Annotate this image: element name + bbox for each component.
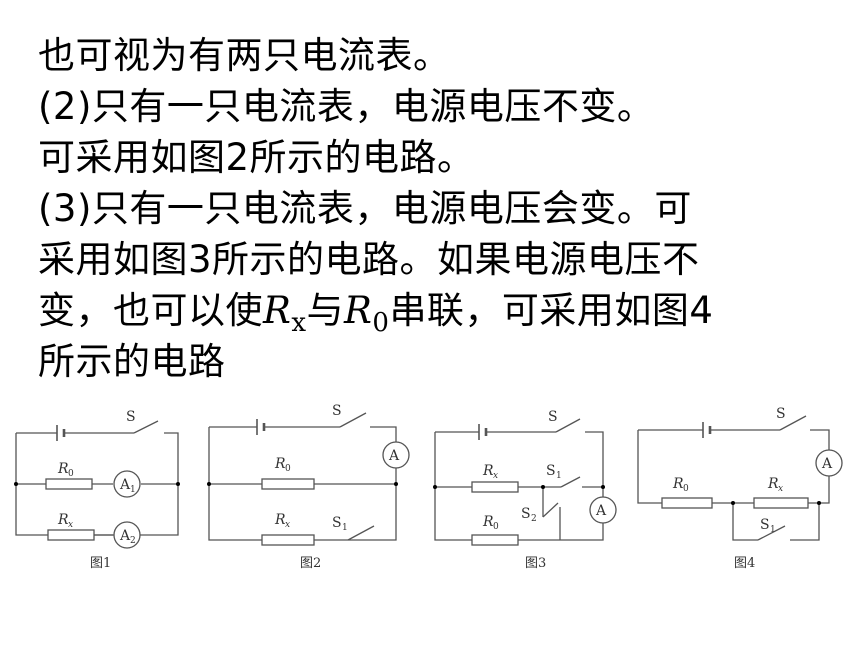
text-line-4: (3)只有一只电流表，电源电压会变。可 xyxy=(38,187,692,230)
figure-2-circuit xyxy=(208,412,410,546)
fig4-rx-sub: x xyxy=(778,484,783,494)
fig2-rx-sub: x xyxy=(285,520,290,530)
fig2-switch1-label: S xyxy=(332,515,342,531)
text-line-2: (2)只有一只电流表，电源电压不变。 xyxy=(38,85,655,128)
text-line-6: 变，也可以使Rx与R0串联，可采用如图4 xyxy=(38,285,838,338)
figure-3-caption: 图3 xyxy=(525,556,546,571)
text-line-6-c: 串联，可采用如图4 xyxy=(389,289,714,332)
resistor-rx-subscript: x xyxy=(291,308,307,338)
fig3-rx-sub: x xyxy=(493,471,498,481)
fig2-r0-label: R xyxy=(274,456,286,472)
fig2-switch-label: S xyxy=(332,403,342,419)
fig2-r0-sub: 0 xyxy=(285,464,291,474)
figure-3-circuit xyxy=(434,418,617,546)
fig4-r0-label: R xyxy=(672,476,684,492)
circuit-diagrams: S R 0 R x A 1 A 2 图1 S A R 0 R x S 1 图2 … xyxy=(14,403,843,571)
text-line-7: 所示的电路 xyxy=(38,340,226,383)
fig2-switch1-sub: 1 xyxy=(342,523,348,533)
fig3-ammeter-label: A xyxy=(595,503,607,519)
resistor-r0-symbol: R xyxy=(344,289,373,332)
fig4-switch1-sub: 1 xyxy=(770,525,776,535)
fig3-r0-label: R xyxy=(482,514,494,530)
fig1-rx-label: R xyxy=(57,512,69,528)
figure-4-circuit xyxy=(637,415,843,541)
text-line-5: 采用如图3所示的电路。如果电源电压不 xyxy=(38,238,700,281)
fig3-switch1-sub: 1 xyxy=(556,471,562,481)
fig4-ammeter-label: A xyxy=(821,456,833,472)
fig2-ammeter-label: A xyxy=(388,448,400,464)
fig1-r0-label: R xyxy=(57,461,69,477)
fig1-ammeter1-sub: 1 xyxy=(130,485,136,495)
fig1-switch-label: S xyxy=(126,409,136,425)
figure-2-caption: 图2 xyxy=(300,556,321,571)
text-line-1: 也可视为有两只电流表。 xyxy=(38,34,451,77)
fig3-r0-sub: 0 xyxy=(493,522,499,532)
fig3-switch1-label: S xyxy=(546,463,556,479)
fig4-rx-label: R xyxy=(767,476,779,492)
explanation-text: 也可视为有两只电流表。 (2)只有一只电流表，电源电压不变。 可采用如图2所示的… xyxy=(38,30,838,387)
text-line-3: 可采用如图2所示的电路。 xyxy=(38,136,475,179)
figure-1-circuit xyxy=(15,420,179,549)
text-line-6-b: 与 xyxy=(306,289,345,332)
fig1-rx-sub: x xyxy=(68,520,73,530)
resistor-rx-symbol: R xyxy=(263,289,292,332)
fig1-r0-sub: 0 xyxy=(68,469,74,479)
fig3-switch2-sub: 2 xyxy=(531,514,537,524)
fig3-switch-label: S xyxy=(548,409,558,425)
fig3-rx-label: R xyxy=(482,463,494,479)
fig4-switch-label: S xyxy=(776,406,786,422)
text-line-6-a: 变，也可以使 xyxy=(38,289,263,332)
fig2-rx-label: R xyxy=(274,512,286,528)
resistor-r0-subscript: 0 xyxy=(372,308,390,338)
figure-4-caption: 图4 xyxy=(734,556,755,571)
fig1-ammeter2-sub: 2 xyxy=(130,536,136,546)
figure-1-caption: 图1 xyxy=(90,556,111,571)
fig4-switch1-label: S xyxy=(760,517,770,533)
fig1-ammeter1-label: A xyxy=(119,477,131,493)
fig3-switch2-label: S xyxy=(521,506,531,522)
fig4-r0-sub: 0 xyxy=(683,484,689,494)
fig1-ammeter2-label: A xyxy=(119,528,131,544)
